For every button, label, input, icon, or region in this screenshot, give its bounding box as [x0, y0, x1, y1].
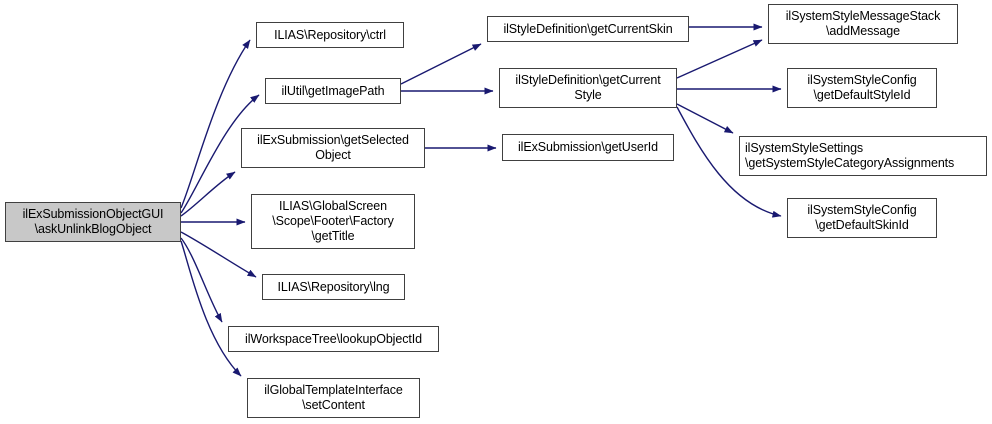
- graph-node-setcontent[interactable]: ilGlobalTemplateInterface \setContent: [247, 378, 420, 418]
- edge-getimagepath-to-getcurrentskin: [400, 43, 482, 85]
- graph-node-gettitle[interactable]: ILIAS\GlobalScreen \Scope\Footer\Factory…: [251, 194, 415, 249]
- graph-node-getdefaultskinid[interactable]: ilSystemStyleConfig \getDefaultSkinId: [787, 198, 937, 238]
- edge-root-to-setcontent: [180, 240, 242, 377]
- edge-root-to-ctrl: [180, 39, 251, 209]
- graph-node-lookupobjectid[interactable]: ilWorkspaceTree\lookupObjectId: [228, 326, 439, 352]
- graph-node-lng[interactable]: ILIAS\Repository\lng: [262, 274, 405, 300]
- edge-root-to-getselectedobject: [180, 171, 236, 217]
- graph-node-getuserid[interactable]: ilExSubmission\getUserId: [502, 134, 674, 161]
- graph-node-ctrl[interactable]: ILIAS\Repository\ctrl: [256, 22, 404, 48]
- graph-node-getdefaultstyleid[interactable]: ilSystemStyleConfig \getDefaultStyleId: [787, 68, 937, 108]
- edge-getcurrentstyle-to-addmessage: [676, 39, 763, 79]
- graph-node-getcurrentstyle[interactable]: ilStyleDefinition\getCurrent Style: [499, 68, 677, 108]
- graph-node-getcurrentskin[interactable]: ilStyleDefinition\getCurrentSkin: [487, 16, 689, 42]
- graph-node-getimagepath[interactable]: ilUtil\getImagePath: [265, 78, 401, 104]
- edge-getcurrentstyle-to-getcategoryassignments: [676, 103, 734, 134]
- edge-root-to-lng: [180, 231, 257, 278]
- graph-node-addmessage[interactable]: ilSystemStyleMessageStack \addMessage: [768, 4, 958, 44]
- edge-root-to-lookupobjectid: [180, 237, 223, 323]
- graph-node-root[interactable]: ilExSubmissionObjectGUI \askUnlinkBlogOb…: [5, 202, 181, 242]
- graph-node-getcategoryassignments[interactable]: ilSystemStyleSettings \getSystemStyleCat…: [739, 136, 987, 176]
- graph-node-getselectedobject[interactable]: ilExSubmission\getSelected Object: [241, 128, 425, 168]
